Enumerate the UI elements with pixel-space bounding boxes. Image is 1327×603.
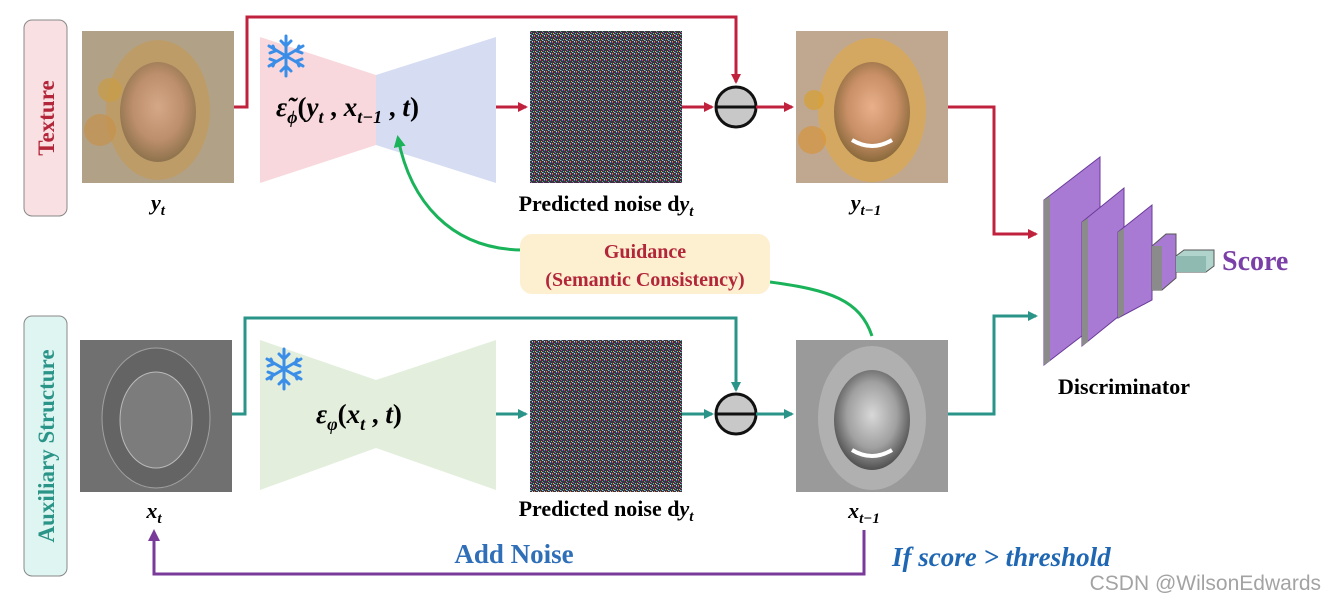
svg-text:Guidance: Guidance	[604, 241, 686, 263]
score-label: Score	[1222, 246, 1288, 277]
guidance-arrow	[393, 135, 874, 337]
texture-noise-caption: Predicted noise dyt	[519, 191, 695, 220]
feedback-arrow	[148, 529, 866, 576]
add-noise-label: Add Noise	[454, 539, 573, 569]
discriminator-network	[1043, 155, 1215, 367]
discriminator-label: Discriminator	[1058, 374, 1190, 399]
structure-input-caption: xt	[145, 498, 162, 527]
minus-circle-icon	[714, 392, 758, 436]
texture-output-image	[796, 31, 948, 183]
texture-predicted-noise-image	[530, 31, 682, 183]
structure-denoiser-network	[260, 340, 496, 490]
structure-arrows	[232, 311, 1038, 419]
svg-text:(Semantic Consistency): (Semantic Consistency)	[545, 269, 744, 291]
texture-input-image	[82, 31, 234, 183]
texture-arrows	[234, 15, 1038, 239]
structure-network-formula: εφ(xt , t)	[316, 399, 402, 434]
structure-output-image	[796, 340, 948, 492]
svg-text:Auxiliary Structure: Auxiliary Structure	[34, 349, 59, 542]
svg-text:Texture: Texture	[34, 80, 59, 155]
structure-input-image	[80, 340, 232, 492]
structure-row-label: Auxiliary Structure	[23, 315, 68, 577]
texture-row-label: Texture	[23, 19, 68, 217]
structure-predicted-noise-image	[530, 340, 682, 492]
snowflake-icon	[267, 34, 305, 78]
structure-output-caption: xt−1	[847, 498, 880, 527]
threshold-condition-label: If score > threshold	[891, 542, 1111, 572]
texture-network-formula: ε̃ϕ(yt , xt−1 , t)	[276, 92, 419, 127]
snowflake-icon	[265, 347, 303, 391]
texture-denoiser-network	[260, 37, 496, 183]
minus-circle-icon	[714, 85, 758, 129]
texture-input-caption: yt	[148, 190, 166, 219]
structure-noise-caption: Predicted noise dyt	[519, 496, 695, 525]
watermark: CSDN @WilsonEdwards	[1090, 572, 1321, 595]
texture-output-caption: yt−1	[848, 190, 882, 219]
guidance-box: Guidance (Semantic Consistency)	[520, 234, 770, 294]
